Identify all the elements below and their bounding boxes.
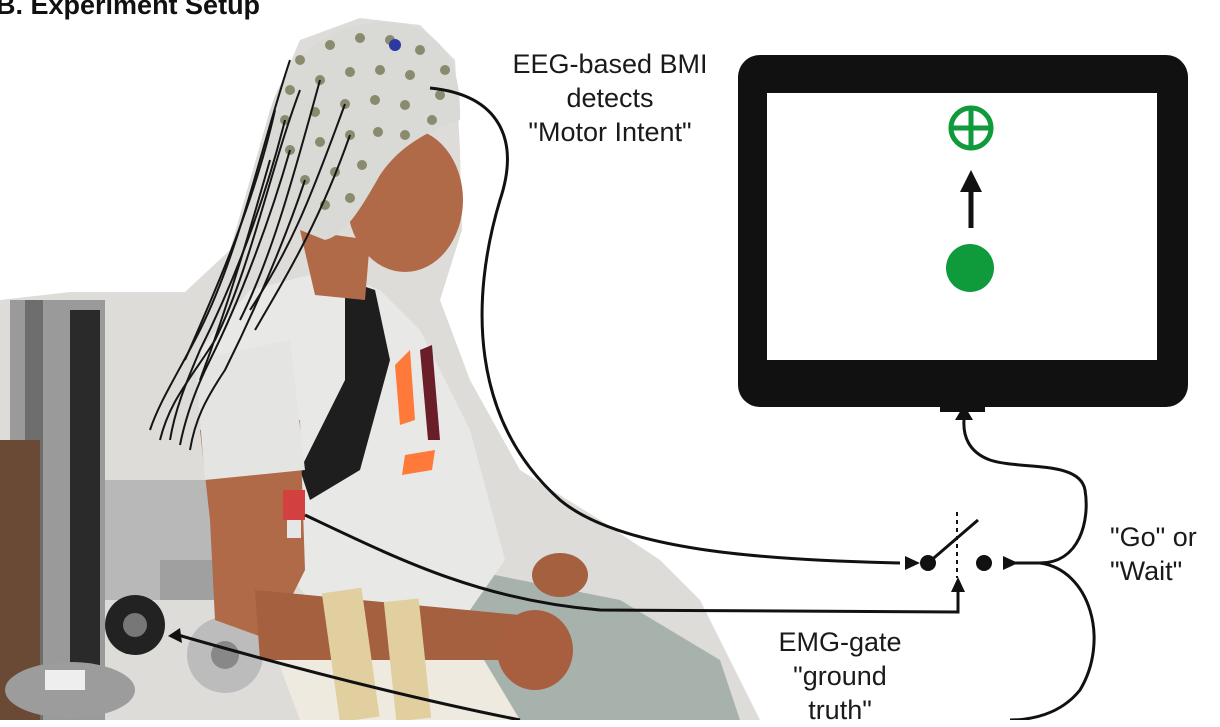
switch-gate-icon (920, 512, 992, 578)
go-wait-label: "Go" or "Wait" (1110, 520, 1220, 588)
signal-wires (177, 86, 1096, 722)
participant (149, 22, 740, 723)
cursor-circle-icon (946, 244, 994, 292)
monitor (738, 55, 1188, 412)
emg-label-line3: truth" (808, 695, 872, 725)
target-crosshair-icon (948, 105, 994, 151)
up-arrow-icon (960, 170, 982, 228)
eeg-label-line1: EEG-based BMI (512, 49, 708, 79)
emg-label: EMG-gate "ground truth" (760, 625, 920, 727)
eeg-label-line2: detects (566, 83, 654, 113)
emg-label-line2: "ground (793, 661, 887, 691)
arrowheads (168, 405, 1018, 643)
eeg-label: EEG-based BMI detects "Motor Intent" (480, 47, 740, 149)
go-wait-label-line2: "Wait" (1110, 556, 1183, 586)
eeg-label-line3: "Motor Intent" (528, 117, 692, 147)
go-wait-label-line1: "Go" or (1110, 522, 1197, 552)
emg-label-line1: EMG-gate (778, 627, 902, 657)
panel-title: B. Experiment Setup (0, 0, 261, 20)
